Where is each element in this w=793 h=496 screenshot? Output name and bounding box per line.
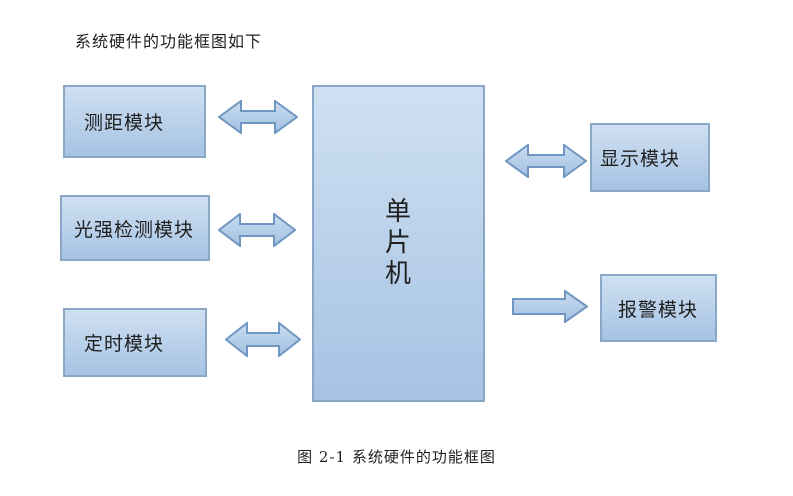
mcu-label-char: 机 bbox=[384, 259, 412, 289]
module-label: 测距模块 bbox=[84, 112, 165, 134]
module-box-ranging: 测距模块 bbox=[63, 85, 206, 158]
figure-caption: 图 2-1 系统硬件的功能框图 bbox=[297, 448, 496, 466]
bidirectional-arrow-icon bbox=[225, 322, 301, 357]
bidirectional-arrow-icon bbox=[218, 213, 296, 247]
module-box-alarm: 报警模块 bbox=[600, 274, 717, 342]
mcu-label-char: 单 bbox=[384, 197, 412, 227]
module-label: 报警模块 bbox=[618, 298, 699, 321]
mcu-label-char: 片 bbox=[384, 228, 412, 258]
module-label: 显示模块 bbox=[600, 148, 681, 170]
module-box-light-detect: 光强检测模块 bbox=[60, 195, 210, 261]
bidirectional-arrow-icon bbox=[505, 144, 587, 178]
page-title: 系统硬件的功能框图如下 bbox=[75, 32, 263, 51]
mcu-box: 单 片 机 bbox=[312, 85, 485, 402]
module-label: 定时模块 bbox=[84, 333, 165, 355]
bidirectional-arrow-icon bbox=[218, 100, 298, 134]
module-box-timer: 定时模块 bbox=[63, 308, 207, 377]
module-label: 光强检测模块 bbox=[74, 218, 195, 241]
module-box-display: 显示模块 bbox=[590, 123, 710, 192]
right-arrow-icon bbox=[512, 290, 588, 323]
